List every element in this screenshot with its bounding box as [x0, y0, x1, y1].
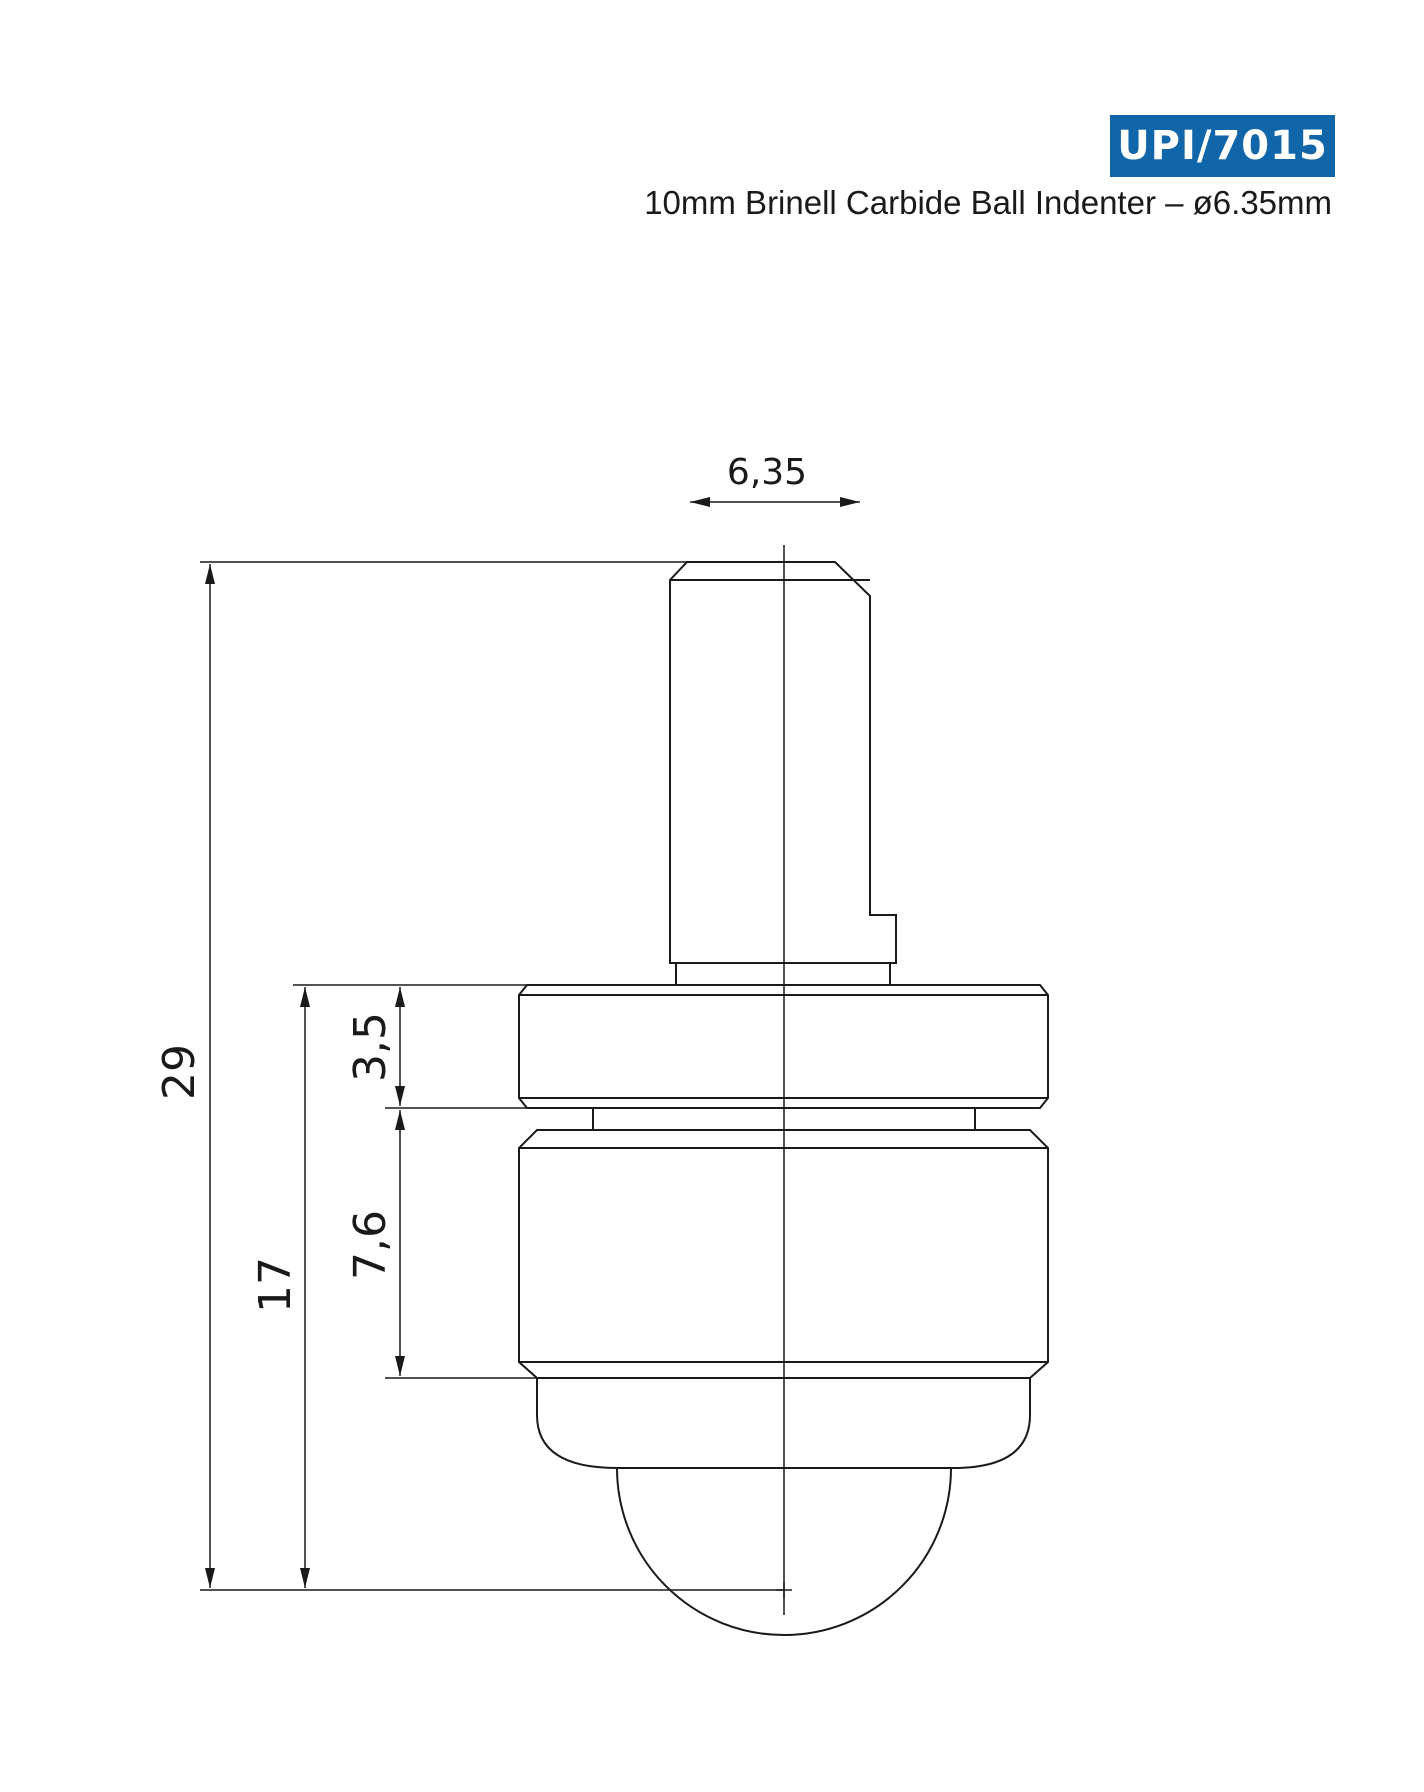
product-description: 10mm Brinell Carbide Ball Indenter – ø6.…: [644, 184, 1332, 221]
dimension-label-lower-body-height: 7,6: [345, 1210, 396, 1280]
collar-outline: [518, 984, 1049, 1109]
dimension-label-collar-height: 3,5: [345, 1012, 396, 1082]
retaining-cup-outline: [536, 1378, 1031, 1469]
dimension-label-body-height: 17: [250, 1257, 301, 1313]
carbide-ball: [616, 1467, 952, 1636]
shank-outline: [669, 561, 897, 986]
dimension-label-overall-height: 29: [154, 1044, 205, 1100]
product-code-badge: UPI/7015: [1110, 115, 1335, 177]
dimension-label-shank-diameter: 6,35: [727, 452, 807, 493]
